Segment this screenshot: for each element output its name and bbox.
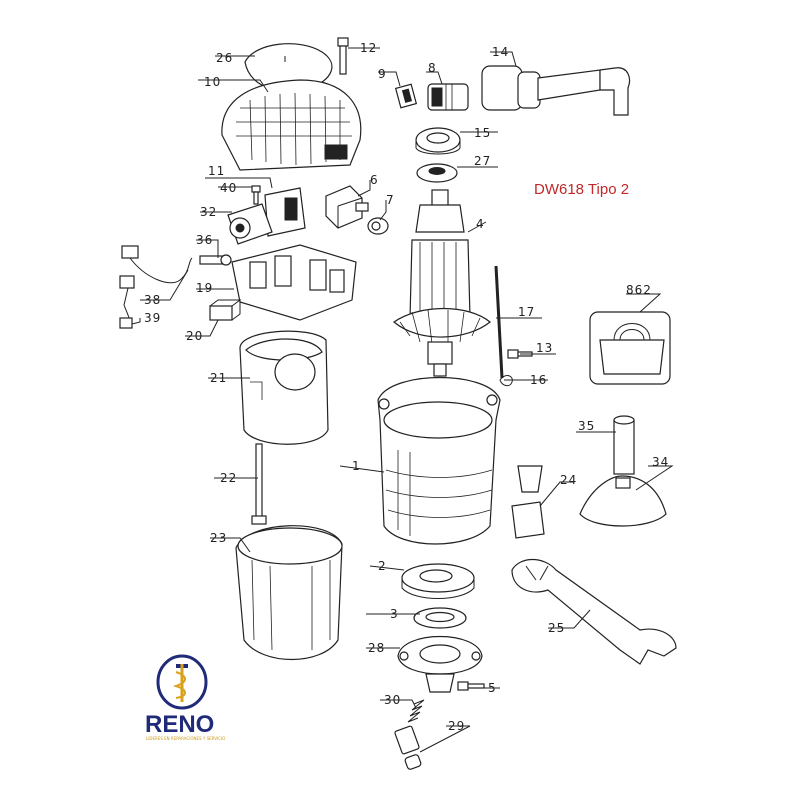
callout-14: 14 bbox=[492, 45, 509, 59]
part-3-retaining-ring bbox=[413, 607, 467, 629]
logo-ring bbox=[156, 654, 208, 710]
part-862-carry-bag bbox=[589, 311, 671, 385]
callout-34: 34 bbox=[652, 455, 669, 469]
callout-16: 16 bbox=[530, 373, 547, 387]
part-15-bearing bbox=[415, 127, 461, 155]
logo-emblem-coil bbox=[172, 671, 186, 699]
part-22-rod bbox=[251, 443, 267, 525]
leader-lines bbox=[131, 47, 674, 753]
logo-wordmark: RENO bbox=[145, 711, 214, 738]
callout-15: 15 bbox=[474, 126, 491, 140]
diagram-title: DW618 Tipo 2 bbox=[534, 181, 629, 198]
part-38-brush-lead bbox=[121, 245, 193, 284]
part-27-washer bbox=[416, 163, 458, 183]
callout-22: 22 bbox=[220, 471, 237, 485]
part-29-lock-button bbox=[394, 725, 422, 770]
callout-2: 2 bbox=[378, 559, 387, 573]
callout-39: 39 bbox=[144, 311, 161, 325]
part-28-lock-plate bbox=[397, 635, 483, 693]
callout-13: 13 bbox=[536, 341, 553, 355]
part-1-motor-housing bbox=[377, 377, 501, 545]
callout-862: 862 bbox=[626, 283, 652, 297]
part-6-brush-block bbox=[325, 185, 369, 229]
part-32-switch bbox=[227, 203, 273, 245]
callout-40: 40 bbox=[220, 181, 237, 195]
callout-4: 4 bbox=[476, 217, 485, 231]
part-17-rod bbox=[494, 265, 504, 379]
callout-35: 35 bbox=[578, 419, 595, 433]
callout-6: 6 bbox=[370, 173, 379, 187]
callout-20: 20 bbox=[186, 329, 203, 343]
callout-24: 24 bbox=[560, 473, 577, 487]
part-39-brush-lead bbox=[119, 275, 135, 329]
callout-3: 3 bbox=[390, 607, 399, 621]
callout-9: 9 bbox=[378, 67, 387, 81]
part-4-armature bbox=[393, 189, 491, 377]
part-34-base-cone bbox=[579, 475, 667, 527]
callout-23: 23 bbox=[210, 531, 227, 545]
callout-10: 10 bbox=[204, 75, 221, 89]
part-9-clip bbox=[394, 83, 418, 109]
callout-21: 21 bbox=[210, 371, 227, 385]
part-20-brush bbox=[209, 299, 242, 321]
part-24-collet bbox=[511, 465, 545, 539]
part-36-pin bbox=[199, 254, 232, 266]
part-8-connector bbox=[427, 83, 469, 111]
callout-26: 26 bbox=[216, 51, 233, 65]
callout-11: 11 bbox=[208, 164, 225, 178]
part-35-center-pin bbox=[613, 415, 635, 475]
callout-36: 36 bbox=[196, 233, 213, 247]
callout-29: 29 bbox=[448, 719, 465, 733]
part-2-bearing bbox=[401, 563, 475, 599]
part-14-cable bbox=[481, 65, 631, 116]
callout-labels: 26 12 10 9 8 14 15 27 11 40 6 32 7 4 36 … bbox=[144, 41, 669, 733]
callout-38: 38 bbox=[144, 293, 161, 307]
part-16-clip bbox=[499, 375, 513, 387]
callout-5: 5 bbox=[488, 681, 497, 695]
part-25-wrench bbox=[511, 558, 677, 665]
part-23-base-housing bbox=[235, 525, 343, 661]
callout-28: 28 bbox=[368, 641, 385, 655]
logo-tagline: LIDERES EN REPARACIONES Y SERVICIO bbox=[146, 736, 225, 741]
callout-30: 30 bbox=[384, 693, 401, 707]
part-7-bushing bbox=[367, 217, 389, 235]
part-10-top-cover bbox=[221, 79, 362, 171]
part-19-brush-holder bbox=[231, 244, 357, 321]
callout-1: 1 bbox=[352, 459, 361, 473]
part-21-field-coil bbox=[239, 330, 329, 445]
callout-27: 27 bbox=[474, 154, 491, 168]
callout-12: 12 bbox=[360, 41, 377, 55]
part-30-spring bbox=[407, 699, 425, 723]
callout-8: 8 bbox=[428, 61, 437, 75]
part-5-screw bbox=[457, 681, 485, 691]
callout-19: 19 bbox=[196, 281, 213, 295]
callout-32: 32 bbox=[200, 205, 217, 219]
part-12-screw bbox=[337, 37, 349, 75]
callout-25: 25 bbox=[548, 621, 565, 635]
callout-17: 17 bbox=[518, 305, 535, 319]
callout-7: 7 bbox=[386, 193, 395, 207]
part-40-screw bbox=[251, 185, 261, 205]
reno-logo: RENO LIDERES EN REPARACIONES Y SERVICIO bbox=[145, 654, 225, 741]
